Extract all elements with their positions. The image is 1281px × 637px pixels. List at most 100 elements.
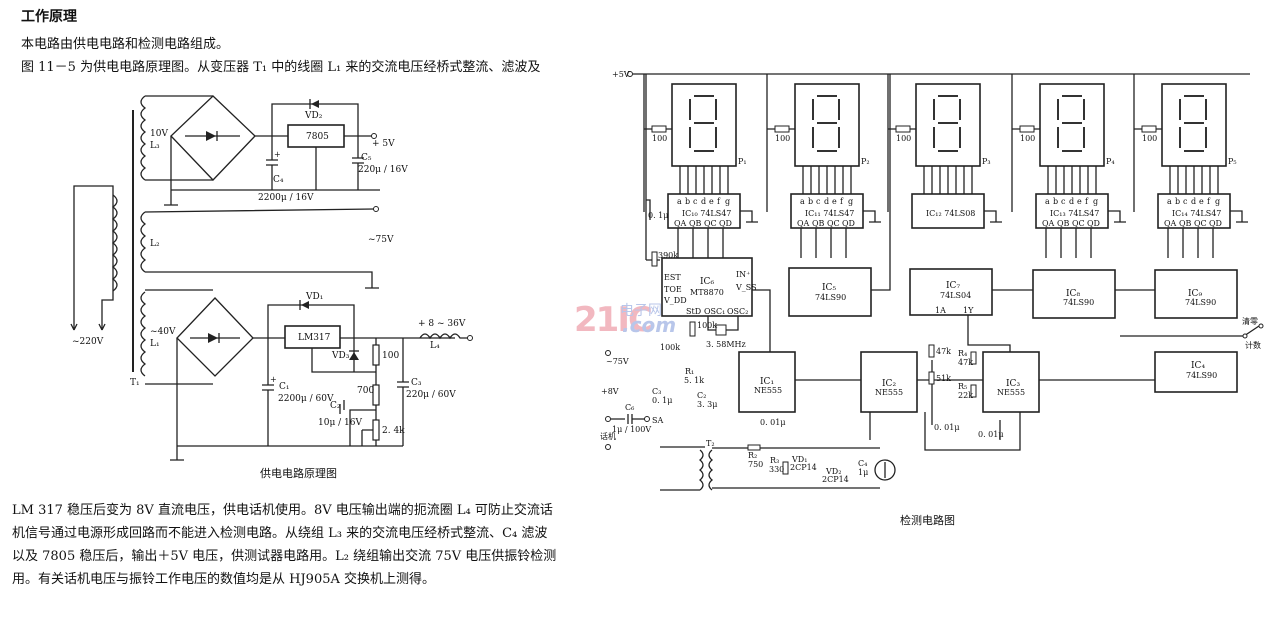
- segment-pin-label: f: [840, 197, 844, 206]
- c2-det-value: 3. 3μ: [697, 400, 717, 409]
- driver-ic: [667, 193, 741, 229]
- segment-pin-label: b: [685, 197, 690, 206]
- out-voltage-label: + 8 ~ 36V: [418, 319, 466, 329]
- vcc-label: +5V: [612, 70, 630, 79]
- display-wire: [643, 74, 672, 212]
- c3-det-label: C₃: [652, 387, 661, 396]
- lm317-label: LM317: [298, 333, 331, 343]
- q-pin-label: QD: [1209, 219, 1222, 228]
- clear-count-switch[interactable]: [1238, 318, 1266, 354]
- c5-label: C₅: [361, 153, 372, 163]
- body-line-1: LM 317 稳压后变为 8V 直流电压，供电话机使用。8V 电压输出端的扼流圈…: [12, 503, 553, 518]
- c1-value: 2200μ / 60V: [278, 394, 334, 404]
- ground-symbol: [1108, 210, 1126, 223]
- clear-label: 清零: [1242, 316, 1258, 326]
- segment-pin-label: d: [1069, 197, 1074, 206]
- r2-value: 750: [748, 460, 763, 469]
- r1-value: 5. 1k: [684, 376, 704, 385]
- segment-pin-label: c: [1183, 197, 1188, 206]
- c1-label: C₁: [279, 382, 290, 392]
- driver-ic-label: IC₁₃ 74LS47: [1050, 209, 1099, 218]
- ic5-74ls90: [788, 267, 872, 317]
- v8-label: +8V: [601, 387, 619, 396]
- c4-label: C₄: [273, 175, 284, 185]
- plus5v-label: + 5V: [372, 139, 395, 149]
- vd2-det-value: 2CP14: [822, 475, 849, 484]
- seven-segment-display: [915, 83, 981, 167]
- q-pin-label: QA: [1042, 219, 1055, 228]
- display-name: P₄: [1106, 157, 1115, 166]
- q-pin-label: QA: [1164, 219, 1177, 228]
- c4-det-label: C₄: [858, 459, 867, 468]
- driver-ic: [911, 193, 985, 229]
- ic6-mt8870: [661, 257, 753, 317]
- plus5v-terminal: [371, 133, 377, 139]
- c001-c-label: 0. 01μ: [760, 418, 786, 427]
- c3-det-value: 0. 1μ: [652, 396, 672, 405]
- display-wire: [1011, 74, 1040, 212]
- pin-std: StD: [686, 307, 701, 316]
- r51k-label: 51k: [936, 374, 951, 383]
- c3-label: C₃: [411, 378, 422, 388]
- ic4-label: IC₄: [1191, 361, 1205, 371]
- ic3-type: NE555: [997, 388, 1025, 397]
- c6-value: 1μ / 100V: [612, 425, 651, 434]
- segment-pin-label: a: [1045, 197, 1050, 206]
- ic5-type: 74LS90: [815, 293, 846, 302]
- c2-label: C₂: [330, 401, 341, 411]
- c4-value: 2200μ / 16V: [258, 193, 314, 203]
- l3-winding: [140, 95, 213, 181]
- seven-segment-display: [794, 83, 860, 167]
- l3-voltage-label: 10V: [150, 129, 168, 139]
- ic7-74ls04: [909, 268, 993, 316]
- segment-pin-label: d: [701, 197, 706, 206]
- resistor-label: 100: [896, 134, 911, 143]
- c3-value: 220μ / 60V: [406, 390, 456, 400]
- pin-est: EST: [664, 273, 681, 282]
- ic3-ne555: [982, 351, 1040, 413]
- ic4-74ls90: [1154, 351, 1238, 393]
- detect-caption: 检测电路图: [900, 513, 955, 527]
- ic7-pin-1y: 1Y: [963, 306, 974, 315]
- r390k-label: 390k: [658, 251, 678, 260]
- vd2-label: VD₂: [304, 111, 323, 121]
- t2-label: T₂: [706, 439, 715, 448]
- segment-pin-label: b: [808, 197, 813, 206]
- v75-input-label: ~75V: [606, 357, 629, 366]
- r5-value: 22k: [958, 391, 973, 400]
- intro-line-2: 图 11－5 为供电电路原理图。从变压器 T₁ 中的线圈 L₁ 来的交流电压经桥…: [21, 60, 541, 75]
- resistor-label: 100: [1020, 134, 1035, 143]
- sa-label: SA: [652, 416, 663, 425]
- driver-ic: [1157, 193, 1231, 229]
- ground-symbol: [740, 210, 758, 223]
- vd1-det-label: VD₁: [791, 455, 807, 464]
- ic8-label: IC₈: [1066, 289, 1080, 299]
- current-limit-resistor: [1141, 125, 1157, 133]
- r1-label: R₁: [685, 367, 694, 376]
- q-pin-label: QB: [1057, 219, 1070, 228]
- ic2-ne555: [860, 351, 918, 413]
- r700-label: 700: [357, 386, 374, 396]
- r5-label: R₅: [958, 382, 967, 391]
- c2-det-label: C₂: [697, 391, 706, 400]
- seven-segment-display: [671, 83, 737, 167]
- segment-pin-label: c: [693, 197, 698, 206]
- segment-pin-label: c: [816, 197, 821, 206]
- vd1-label: VD₁: [305, 292, 323, 302]
- segment-pin-label: g: [848, 197, 853, 206]
- ic3-label: IC₃: [1006, 379, 1020, 389]
- l1-voltage-label: ~40V: [150, 327, 176, 337]
- l2-label: L₂: [150, 239, 160, 249]
- ic1-type: NE555: [754, 386, 782, 395]
- segment-pin-label: g: [1215, 197, 1220, 206]
- ic7-type: 74LS04: [940, 291, 971, 300]
- segment-pin-label: c: [1061, 197, 1066, 206]
- pin-toe: TOE: [664, 285, 682, 294]
- ic9-type: 74LS90: [1185, 298, 1216, 307]
- segment-pin-label: e: [832, 197, 837, 206]
- c1-plus: +: [270, 375, 277, 384]
- display-wire: [1133, 74, 1162, 212]
- switch-sa[interactable]: [644, 416, 650, 422]
- driver-ic: [1035, 193, 1109, 229]
- ic9-74ls90: [1154, 269, 1238, 319]
